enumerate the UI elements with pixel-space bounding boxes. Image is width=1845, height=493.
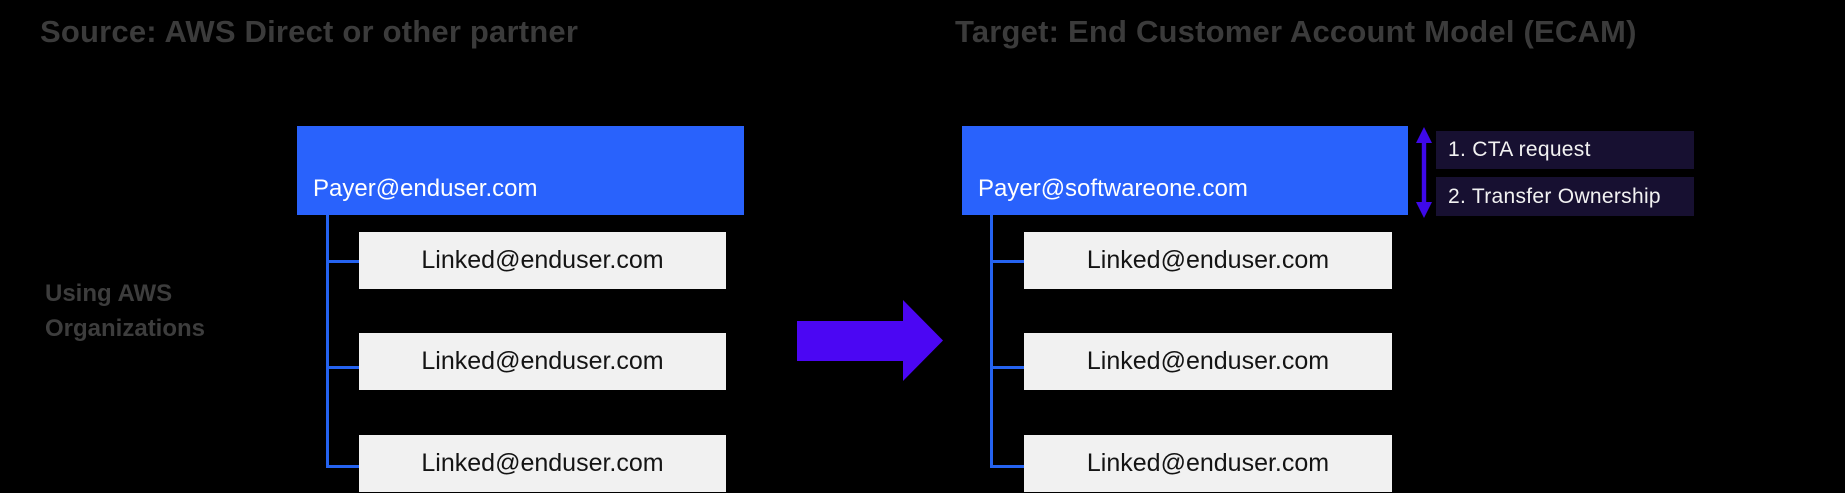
target-connector-stub — [990, 260, 1024, 263]
target-payer-account-box: Payer@softwareone.com — [962, 126, 1408, 215]
target-linked-account-box: Linked@enduser.com — [1024, 232, 1392, 289]
target-payer-account-label: Payer@softwareone.com — [978, 175, 1248, 202]
source-org-connector-line — [326, 215, 329, 468]
right-arrow-icon — [797, 300, 943, 381]
source-connector-stub — [326, 260, 359, 263]
source-payer-account-box: Payer@enduser.com — [297, 126, 744, 215]
step-cta-request-label: 1. CTA request — [1436, 131, 1694, 169]
source-payer-account-label: Payer@enduser.com — [313, 175, 538, 202]
source-connector-stub — [326, 366, 359, 369]
source-linked-account-box: Linked@enduser.com — [359, 435, 726, 492]
target-org-connector-line — [990, 215, 993, 468]
vertical-double-arrow-icon — [1416, 127, 1432, 218]
step-transfer-ownership-label: 2. Transfer Ownership — [1436, 177, 1694, 216]
source-linked-account-box: Linked@enduser.com — [359, 333, 726, 390]
source-linked-account-box: Linked@enduser.com — [359, 232, 726, 289]
target-linked-account-box: Linked@enduser.com — [1024, 333, 1392, 390]
using-aws-organizations-label: Using AWS Organizations — [45, 280, 206, 342]
target-linked-account-box: Linked@enduser.com — [1024, 435, 1392, 492]
target-title: Target: End Customer Account Model (ECAM… — [955, 14, 1637, 49]
target-connector-stub — [990, 465, 1024, 468]
source-connector-stub — [326, 465, 359, 468]
source-title: Source: AWS Direct or other partner — [40, 14, 579, 49]
target-connector-stub — [990, 366, 1024, 369]
